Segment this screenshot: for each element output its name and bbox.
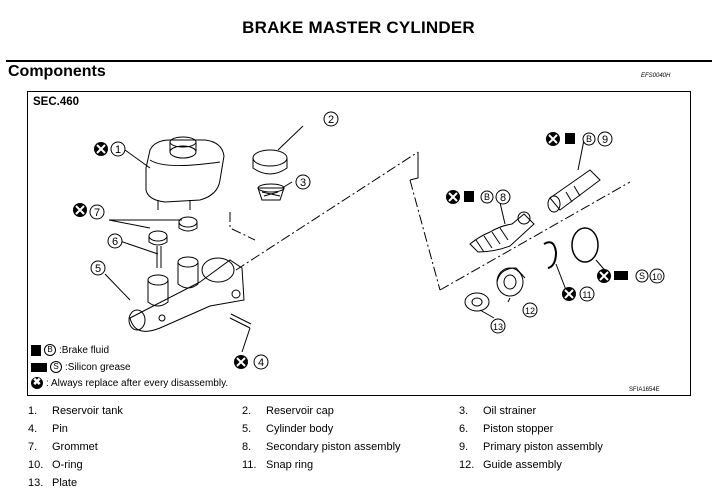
brake-fluid-label: :Brake fluid <box>59 344 110 356</box>
section-divider <box>6 60 712 62</box>
callout-1: 1 <box>110 141 126 157</box>
callout-11: 11 <box>579 286 595 302</box>
callout-8: 8 <box>495 189 511 205</box>
master-cylinder-exploded-diagram: 1 2 3 4 6 5 7 8 9 10 11 12 13 B B S <box>73 111 665 370</box>
callout-2: 2 <box>323 111 339 127</box>
reference-code: EFS0040H <box>641 73 671 79</box>
callout-9: 9 <box>597 131 613 147</box>
silicon-grease-letter: S <box>50 361 62 373</box>
callout-5: 5 <box>90 260 106 276</box>
list-item: 8.Secondary piston assembly <box>242 441 401 453</box>
list-item: 1.Reservoir tank <box>28 405 123 417</box>
svg-text:B: B <box>484 192 490 202</box>
list-item: 9.Primary piston assembly <box>459 441 603 453</box>
svg-text:6: 6 <box>112 236 118 248</box>
secondary-piston-drawing <box>469 211 535 253</box>
svg-text:2: 2 <box>328 114 334 126</box>
svg-text:8: 8 <box>500 192 506 204</box>
list-item: 5.Cylinder body <box>242 423 334 435</box>
callout-12: 12 <box>522 302 538 318</box>
svg-text:3: 3 <box>300 177 306 189</box>
callout-10: 10 <box>649 268 665 284</box>
svg-text:13: 13 <box>493 322 503 332</box>
always-replace-label: : Always replace after every disassembly… <box>46 377 229 389</box>
svg-text:11: 11 <box>582 290 591 300</box>
callout-6: 6 <box>107 233 123 249</box>
svg-text:7: 7 <box>94 207 100 219</box>
brake-fluid-can-icon <box>31 344 41 356</box>
section-number-label: SEC.460 <box>33 96 80 108</box>
svg-text:5: 5 <box>95 263 101 275</box>
list-item: 7.Grommet <box>28 441 98 453</box>
list-item: 4.Pin <box>28 423 68 435</box>
list-item: 6.Piston stopper <box>459 423 554 435</box>
svg-text:1: 1 <box>115 144 121 156</box>
svg-text:9: 9 <box>602 134 608 146</box>
callout-4: 4 <box>253 354 269 370</box>
grease-tube-icon <box>31 362 47 372</box>
legend-silicon-grease: S :Silicon grease <box>31 361 131 373</box>
legend-brake-fluid: B :Brake fluid <box>31 344 109 356</box>
replace-x-icon: ✖ <box>31 377 43 389</box>
oil-strainer-drawing <box>257 183 285 201</box>
reservoir-tank-drawing <box>145 136 225 210</box>
list-item: 2.Reservoir cap <box>242 405 334 417</box>
svg-text:B: B <box>586 134 592 144</box>
callout-13: 13 <box>490 318 506 334</box>
legend-always-replace: ✖ : Always replace after every disassemb… <box>31 377 228 389</box>
list-item: 3.Oil strainer <box>459 405 537 417</box>
callout-7: 7 <box>89 204 105 220</box>
brake-fluid-letter: B <box>44 344 56 356</box>
svg-text:12: 12 <box>525 306 535 316</box>
svg-text:S: S <box>639 271 645 281</box>
figure-frame <box>27 91 691 396</box>
figure-code: SFIA1654E <box>629 387 660 393</box>
cylinder-body-drawing <box>128 256 245 332</box>
section-heading: Components <box>8 63 106 80</box>
silicon-grease-label: :Silicon grease <box>65 361 131 373</box>
svg-text:10: 10 <box>652 272 662 282</box>
list-item: 11.Snap ring <box>242 459 314 471</box>
list-item: 10.O-ring <box>28 459 83 471</box>
svg-text:4: 4 <box>258 357 264 369</box>
list-item: 13.Plate <box>28 477 78 489</box>
primary-piston-drawing <box>547 169 601 213</box>
list-item: 12.Guide assembly <box>459 459 562 471</box>
reservoir-cap-drawing <box>252 149 288 175</box>
page-title: BRAKE MASTER CYLINDER <box>242 18 475 37</box>
callout-3: 3 <box>295 174 311 190</box>
